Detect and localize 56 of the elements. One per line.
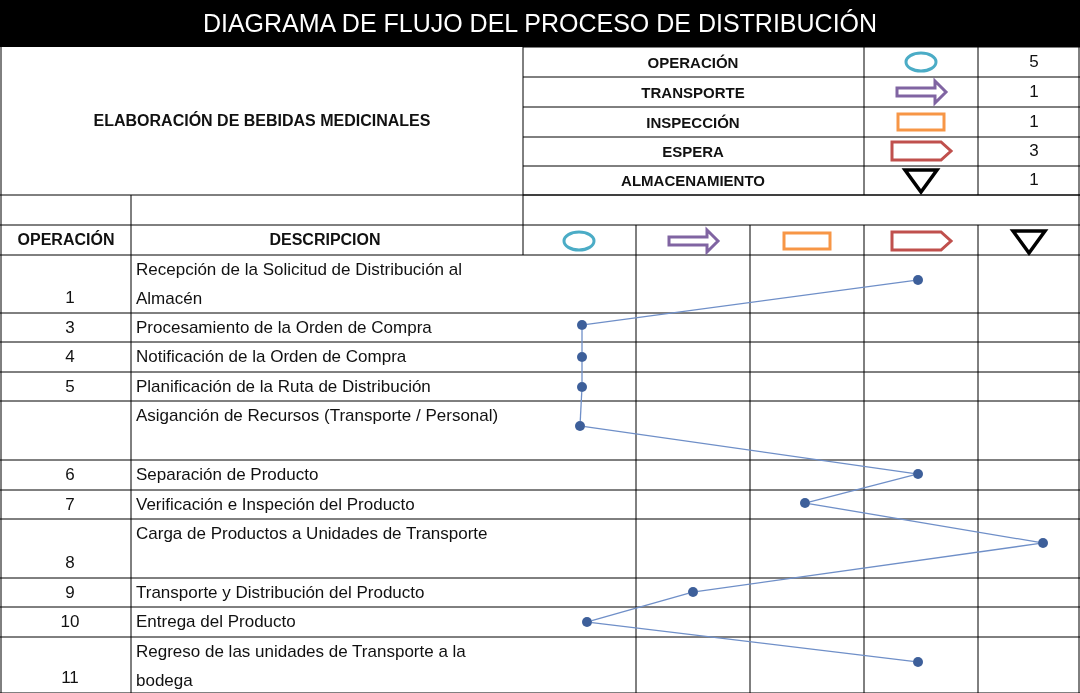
- count: 1: [1029, 82, 1039, 102]
- step-description: Separación de Producto: [136, 464, 320, 486]
- connector-line: [809, 474, 914, 503]
- step-description: Procesamiento de la Orden de Compra: [136, 317, 433, 339]
- step-number: 10: [60, 611, 80, 633]
- count: 5: [1029, 52, 1039, 72]
- flow-point: [913, 469, 923, 479]
- connector-line: [586, 280, 914, 325]
- legend-label: INSPECCIÓN: [646, 113, 740, 131]
- flow-point: [913, 275, 923, 285]
- step-number: 4: [65, 346, 75, 368]
- count: 1: [1029, 112, 1039, 132]
- connector-line: [591, 592, 689, 622]
- connector-line: [581, 329, 583, 353]
- legend-label: ALMACENAMIENTO: [621, 171, 765, 189]
- step-number: 5: [65, 376, 75, 398]
- legend-label: OPERACIÓN: [647, 53, 739, 71]
- legend-label: TRANSPORTE: [641, 83, 745, 101]
- column-header: DESCRIPCION: [269, 231, 381, 249]
- count: 3: [1029, 141, 1039, 161]
- flow-point: [913, 657, 923, 667]
- flow-point: [577, 320, 587, 330]
- flow-point: [577, 382, 587, 392]
- column-header: OPERACIÓN: [17, 231, 115, 249]
- step-description: Regreso de las unidades de Transporte a la bodega: [136, 641, 467, 692]
- step-number: 7: [65, 494, 75, 516]
- step-description: Planificación de la Ruta de Distribución: [136, 376, 432, 398]
- flow-point: [688, 587, 698, 597]
- flow-point: [800, 498, 810, 508]
- subtitle: ELABORACIÓN DE BEBIDAS MEDICINALES: [93, 112, 431, 130]
- step-description: Entrega del Producto: [136, 611, 297, 633]
- step-description: Carga de Productos a Unidades de Transporte: [136, 523, 489, 545]
- connector-line: [591, 621, 914, 663]
- flow-point: [577, 352, 587, 362]
- step-number: 6: [65, 464, 75, 486]
- step-description: Verificación e Inspeción del Producto: [136, 494, 416, 516]
- step-number: 11: [61, 667, 79, 689]
- step-number: 9: [65, 582, 75, 604]
- connector-line: [697, 543, 1039, 592]
- flow-point: [575, 421, 585, 431]
- flow-point: [1038, 538, 1048, 548]
- count: 1: [1029, 170, 1039, 190]
- title-bar: DIAGRAMA DE FLUJO DEL PROCESO DE DISTRIBUCIÓN: [0, 0, 1080, 47]
- connector-line: [579, 391, 583, 422]
- connector-line: [584, 426, 914, 474]
- connector-line: [581, 361, 583, 383]
- step-number: 8: [65, 552, 75, 574]
- flow-point: [582, 617, 592, 627]
- connector-line: [809, 503, 1039, 543]
- step-description: Recepción de la Solicitud de Distribución al Almacén: [136, 259, 463, 310]
- step-number: 3: [65, 317, 75, 339]
- legend-label: ESPERA: [662, 142, 724, 160]
- step-description: Notificación de la Orden de Compra: [136, 346, 408, 368]
- step-description: Asiganción de Recursos (Transporte / Personal): [136, 405, 500, 427]
- step-number: 1: [65, 287, 75, 309]
- step-description: Transporte y Distribución del Producto: [136, 582, 426, 604]
